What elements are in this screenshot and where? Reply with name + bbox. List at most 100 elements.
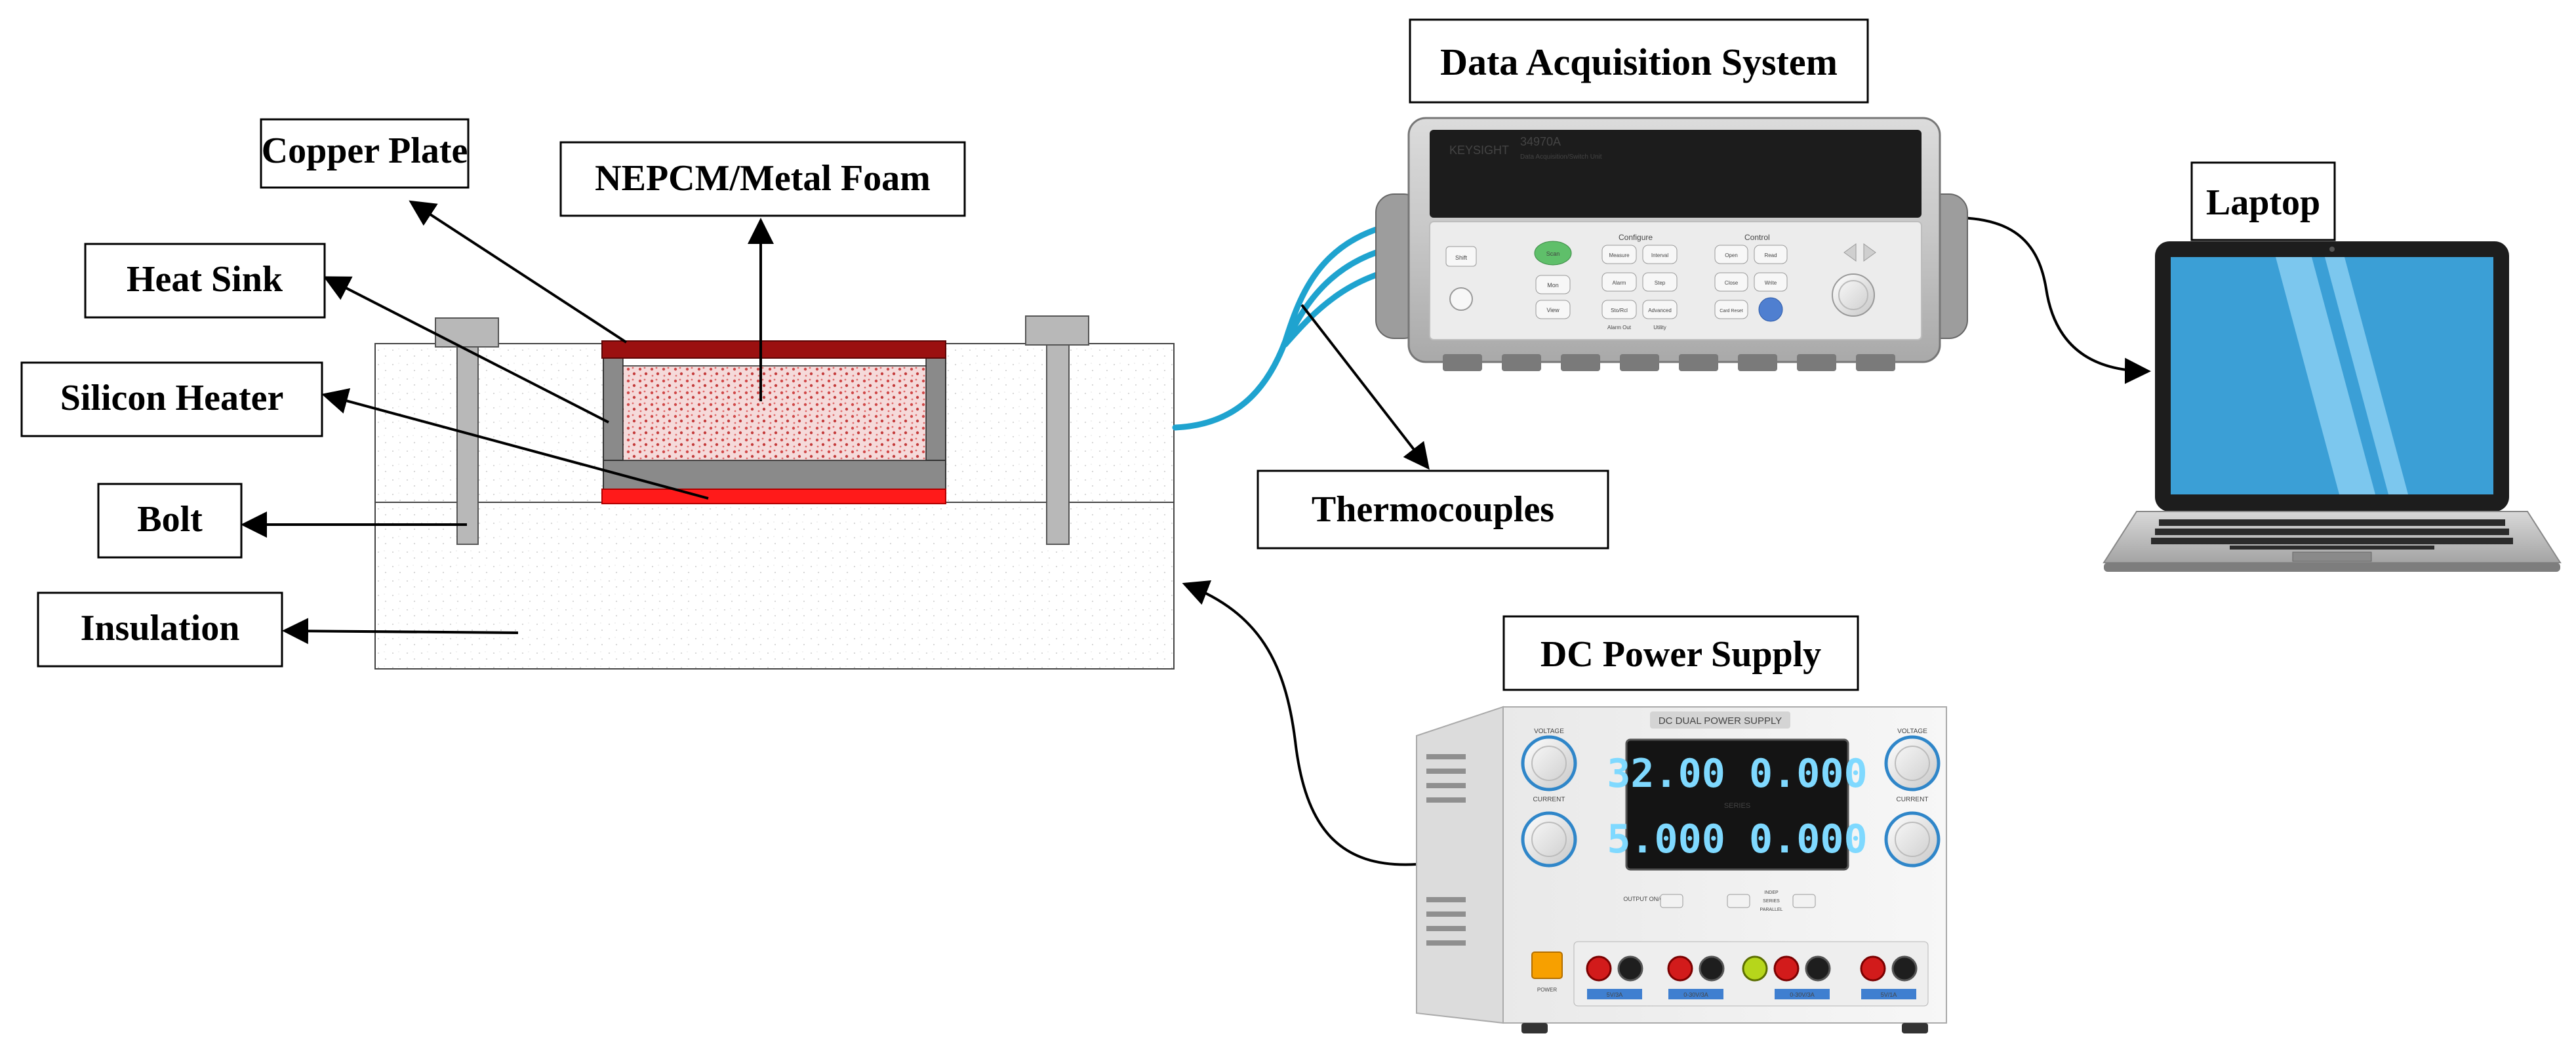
psu-current-label-left: CURRENT — [1533, 796, 1565, 803]
svg-text:Sto/Rcl: Sto/Rcl — [1611, 308, 1628, 313]
daq-feet — [1443, 354, 1895, 371]
daq-alarm-out-label: Alarm Out — [1607, 325, 1632, 330]
svg-text:Write: Write — [1765, 280, 1777, 286]
arrow-icon — [409, 200, 628, 344]
daq-button-measure — [1601, 245, 1637, 264]
silicon-heater — [601, 489, 946, 504]
psu-display — [1625, 738, 1849, 871]
psu-output-switch — [1660, 894, 1683, 908]
svg-text:Open: Open — [1725, 252, 1738, 258]
svg-text:Shift: Shift — [1455, 254, 1468, 261]
terminal-icon — [1617, 955, 1643, 982]
screen-glare — [2325, 257, 2408, 494]
laptop-trackpad — [2292, 551, 2372, 562]
daq-button-open — [1714, 245, 1748, 264]
psu-foot — [1521, 1023, 1548, 1033]
label-laptop: Laptop — [2190, 161, 2336, 241]
bolt-left — [435, 317, 499, 545]
psu-terminals — [1586, 955, 1918, 982]
svg-text:5V/3A: 5V/3A — [1607, 991, 1623, 998]
keysight-logo-icon: KEYSIGHT — [1449, 144, 1509, 157]
label-silicon-heater: Silicon Heater — [20, 361, 323, 437]
arrow-icon — [323, 276, 609, 424]
terminal-icon — [1805, 955, 1831, 982]
svg-text:Heat Sink: Heat Sink — [127, 259, 283, 300]
terminal-icon — [1860, 955, 1886, 982]
psu-terminal-labels: 5V/3A 0-30V/3A 0-30V/3A 5V/1A — [1587, 989, 1916, 999]
daq-button-shift — [1445, 246, 1477, 267]
knob-icon — [1521, 811, 1577, 868]
psu-mode-switch — [1792, 894, 1816, 908]
label-data-acquisition-system: Data Acquisition System — [1409, 18, 1869, 104]
psu-display-bottom: 5.000 0.000 — [1607, 816, 1867, 862]
psu-vents — [1426, 754, 1466, 946]
daq-button-alarm — [1601, 272, 1637, 292]
daq-button-sto-rcl — [1601, 300, 1637, 319]
dc-power-supply: DC DUAL POWER SUPPLY 32.00 0.000 5.000 0… — [1416, 706, 1947, 1033]
psu-power-switch — [1531, 951, 1563, 979]
bolt-right — [1025, 315, 1089, 545]
daq-button-mon — [1535, 275, 1571, 294]
svg-text:Silicon Heater: Silicon Heater — [60, 378, 284, 418]
svg-text:0-30V/3A: 0-30V/3A — [1790, 991, 1815, 998]
psu-voltage-label-left: VOLTAGE — [1534, 728, 1564, 735]
label-nepcm-metal-foam: NEPCM/Metal Foam — [559, 141, 966, 217]
svg-text:Advanced: Advanced — [1648, 308, 1672, 313]
psu-title: DC DUAL POWER SUPPLY — [1659, 715, 1782, 727]
heat-sink-base — [603, 460, 946, 491]
daq-button-card-reset — [1714, 300, 1748, 319]
svg-text:Thermocouples: Thermocouples — [1312, 489, 1554, 530]
laptop — [2103, 241, 2562, 572]
arrow-icon — [282, 618, 519, 645]
svg-text:NEPCM/Metal Foam: NEPCM/Metal Foam — [595, 158, 931, 199]
svg-text:View: View — [1546, 307, 1560, 313]
svg-text:SERIES: SERIES — [1763, 899, 1780, 904]
daq-subtitle: Data Acquisition/Switch Unit — [1520, 153, 1602, 161]
daq-button-scan — [1534, 241, 1572, 266]
chevron-right-icon — [1863, 243, 1876, 262]
knob-icon — [1884, 735, 1941, 791]
terminal-icon — [1586, 955, 1612, 982]
psu-foot — [1902, 1023, 1928, 1033]
daq-button-interval — [1642, 245, 1678, 264]
psu-display-top: 32.00 0.000 — [1607, 751, 1867, 797]
daq-button-advanced — [1642, 300, 1678, 319]
svg-text:0-30V/3A: 0-30V/3A — [1683, 991, 1708, 998]
laptop-front-edge — [2104, 563, 2560, 572]
svg-text:Read: Read — [1764, 252, 1777, 258]
svg-text:Interval: Interval — [1651, 252, 1668, 258]
svg-text:Bolt: Bolt — [137, 499, 203, 540]
psu-voltage-label-right: VOLTAGE — [1897, 728, 1927, 735]
usb-cable — [1950, 216, 2151, 384]
power-button — [1449, 287, 1473, 311]
knob-icon — [1884, 811, 1941, 868]
daq-instrument: KEYSIGHT 34970A Data Acquisition/Switch … — [1375, 117, 1968, 371]
screen-glare — [2276, 257, 2375, 494]
svg-text:Mon: Mon — [1547, 282, 1559, 289]
daq-display — [1430, 130, 1922, 218]
svg-text:INDEP: INDEP — [1764, 891, 1779, 895]
svg-text:Copper Plate: Copper Plate — [262, 130, 468, 171]
nepcm-metal-foam — [622, 365, 927, 461]
svg-text:Close: Close — [1725, 280, 1739, 286]
label-dc-power-supply: DC Power Supply — [1502, 615, 1859, 691]
svg-text:Scan: Scan — [1546, 250, 1560, 257]
webcam-icon — [2329, 247, 2335, 252]
laptop-keyboard — [2151, 519, 2513, 550]
terminal-icon — [1667, 955, 1693, 982]
label-insulation: Insulation — [37, 591, 283, 668]
svg-text:PARALLEL: PARALLEL — [1760, 908, 1783, 912]
label-bolt: Bolt — [97, 483, 243, 559]
leader-lines — [241, 200, 774, 645]
terminal-icon — [1742, 955, 1768, 982]
daq-button-read — [1754, 245, 1788, 264]
power-cable — [1182, 580, 1417, 866]
psu-mode-switch — [1727, 894, 1750, 908]
svg-text:Data Acquisition System: Data Acquisition System — [1440, 41, 1838, 83]
label-copper-plate: Copper Plate — [260, 118, 470, 189]
daq-utility-label: Utility — [1653, 325, 1666, 330]
daq-button-blue — [1758, 297, 1783, 322]
daq-section-configure: Configure — [1619, 233, 1653, 242]
label-thermocouples: Thermocouples — [1257, 470, 1609, 550]
